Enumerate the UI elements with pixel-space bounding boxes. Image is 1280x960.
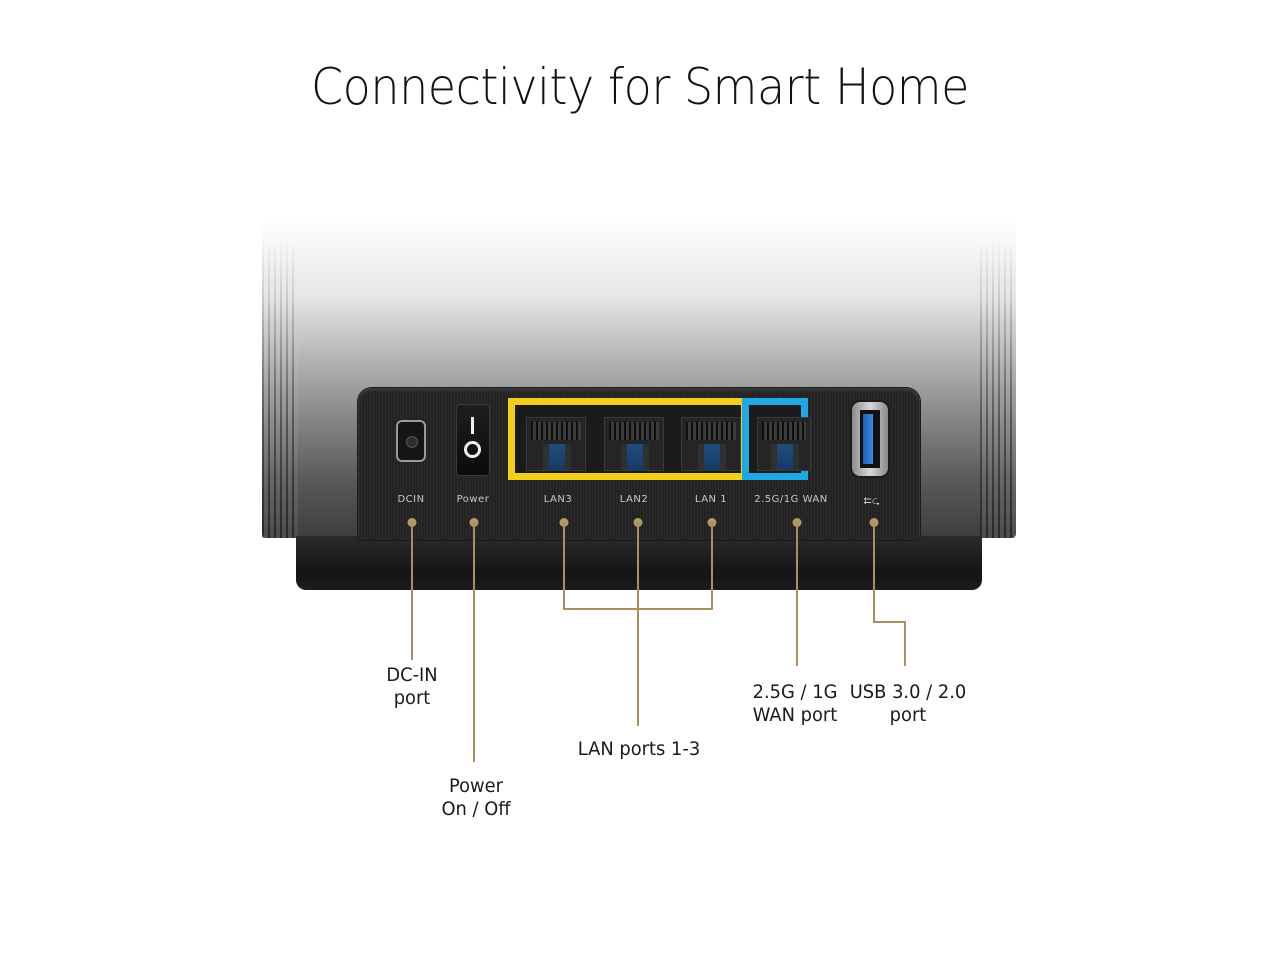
callout-dcin: DC-IN port	[386, 664, 437, 710]
dcin-leader-line	[411, 522, 413, 660]
lan3-leader-line	[563, 522, 565, 610]
lan2-leader-line	[637, 522, 639, 726]
callout-dcin-line2: port	[393, 687, 431, 709]
label-lan3: LAN3	[543, 494, 573, 505]
callout-power: Power On / Off	[441, 775, 510, 821]
label-wan: 2.5G/1G WAN	[754, 494, 828, 505]
label-power: Power	[456, 494, 490, 505]
callout-usb: USB 3.0 / 2.0 port	[850, 681, 967, 727]
callout-dcin-line1: DC-IN	[386, 664, 438, 686]
callout-wan-line1: 2.5G / 1G	[752, 681, 838, 703]
usb-icon: ⮄⮎	[863, 496, 881, 507]
usb-leader-line-jog	[873, 621, 906, 623]
router-ribs-right	[980, 238, 1016, 538]
callout-wan-line2: WAN port	[752, 704, 838, 726]
lan2-port	[604, 417, 664, 471]
callout-lan: LAN ports 1-3	[578, 738, 700, 761]
label-lan1: LAN 1	[694, 494, 728, 505]
usb-port	[852, 402, 888, 476]
power-on-mark-icon	[471, 417, 474, 434]
wan-port	[757, 417, 811, 471]
callout-power-line2: On / Off	[441, 798, 511, 820]
power-off-mark-icon	[464, 441, 481, 458]
page-title: Connectivity for Smart Home	[311, 58, 969, 116]
usb-leader-line-lower	[904, 621, 906, 666]
callout-power-line1: Power	[448, 775, 503, 797]
callout-usb-line2: port	[889, 704, 927, 726]
wan-leader-line	[796, 522, 798, 666]
router-base	[296, 536, 982, 590]
label-dcin: DCIN	[397, 494, 425, 505]
lan1-leader-line	[711, 522, 713, 610]
usb-leader-line-upper	[873, 522, 875, 622]
lan1-port	[681, 417, 741, 471]
dc-in-port	[396, 420, 426, 462]
label-lan2: LAN2	[619, 494, 649, 505]
router-ribs-left	[262, 238, 298, 538]
callout-lan-line1: LAN ports 1-3	[577, 738, 701, 760]
lan3-port	[526, 417, 586, 471]
callout-wan: 2.5G / 1G WAN port	[753, 681, 838, 727]
power-switch	[457, 405, 489, 475]
power-leader-line	[473, 522, 475, 762]
callout-usb-line1: USB 3.0 / 2.0	[849, 681, 967, 703]
